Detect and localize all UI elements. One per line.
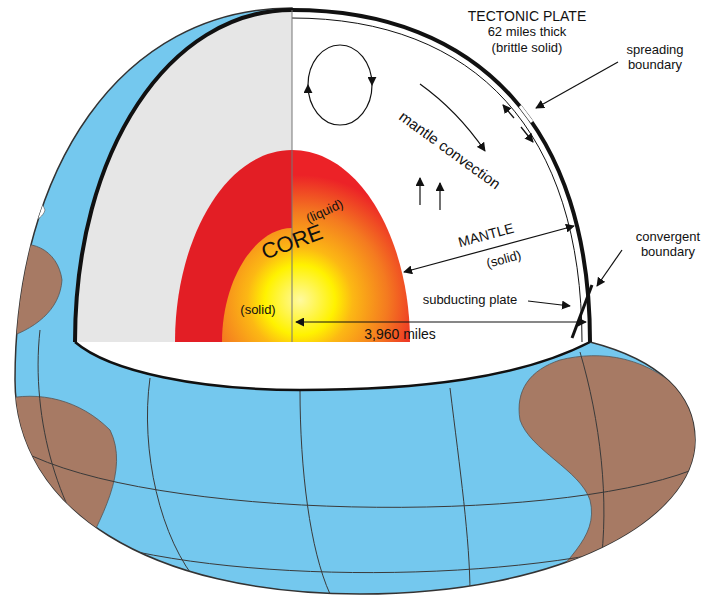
grid-line <box>580 352 604 570</box>
state-label: (brittle solid) <box>492 41 563 56</box>
plate-base <box>292 18 582 342</box>
grid-line <box>60 530 660 573</box>
convection-arrow <box>419 178 420 205</box>
grid-lines <box>20 330 692 594</box>
plate-gap <box>520 106 532 122</box>
dimension-label: 62 miles thick <box>488 25 567 40</box>
dimension-line <box>296 321 586 322</box>
crust <box>75 10 292 342</box>
leader-line <box>597 250 622 286</box>
cut-floor <box>75 342 590 390</box>
grid-line <box>147 378 200 585</box>
continent <box>0 396 117 599</box>
continent <box>0 244 62 340</box>
leader-line <box>536 62 618 108</box>
leader-line <box>528 301 570 306</box>
cut-edge <box>292 10 293 342</box>
process-label: mantle convection <box>396 107 504 192</box>
convection-arrow <box>308 85 372 125</box>
ice-patch <box>0 195 45 228</box>
grid-line <box>38 330 110 570</box>
convection-arrow <box>439 183 440 210</box>
crust <box>75 342 590 390</box>
layer-label: TECTONIC PLATE <box>468 8 587 24</box>
part-label: subducting plate <box>423 293 518 308</box>
layer-label: CORE <box>258 219 326 265</box>
plate-motion-arrow <box>503 105 514 118</box>
plate-motion-arrow <box>521 127 533 142</box>
cut-face <box>75 10 292 342</box>
subducting-plate <box>572 285 592 338</box>
dimension-label: 3,960 miles <box>364 326 436 342</box>
convection-arrow <box>308 45 372 85</box>
state-label: (solid) <box>240 303 275 318</box>
continent <box>519 356 720 599</box>
boundary-label: convergent boundary <box>636 230 700 260</box>
mantle-section <box>292 10 590 342</box>
tectonic-plate <box>292 10 590 342</box>
state-label: (solid) <box>485 248 523 272</box>
layer-label: MANTLE <box>456 220 515 250</box>
grid-line <box>300 390 330 594</box>
grid-line <box>450 388 470 594</box>
boundary-label: spreading boundary <box>626 43 683 73</box>
grid-line <box>20 450 692 507</box>
